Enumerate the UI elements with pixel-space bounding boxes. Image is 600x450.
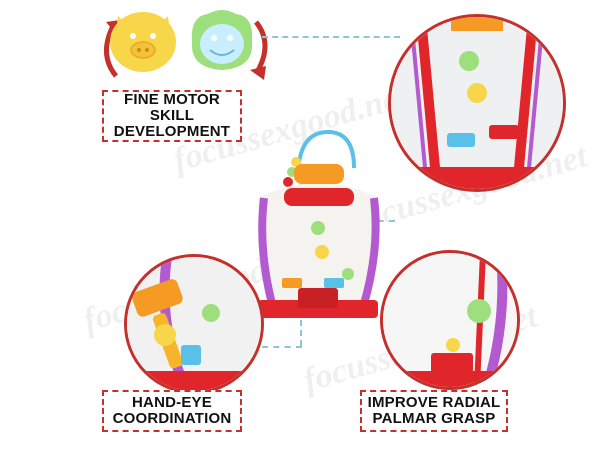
hand-eye-line-1: HAND-EYE	[132, 394, 212, 411]
connector-line	[262, 346, 302, 348]
zoom-circle-left	[124, 254, 264, 394]
rotate-arrow-right-icon	[250, 20, 268, 80]
palmar-grasp-line-2: PALMAR GRASP	[372, 410, 496, 427]
hand-eye-line-2: COORDINATION	[112, 410, 232, 427]
zoom-circle-right	[380, 250, 520, 390]
frog-face-icon	[186, 6, 258, 74]
activity-cube-toy	[228, 128, 408, 324]
palmar-grasp-line-1: IMPROVE RADIAL	[367, 394, 501, 411]
connector-line	[262, 36, 400, 38]
fine-motor-line-3: DEVELOPMENT	[113, 123, 231, 140]
fine-motor-line-1: FINE MOTOR	[124, 91, 220, 108]
pig-face-icon	[108, 6, 178, 74]
hand-eye-label: HAND-EYE COORDINATION	[102, 390, 242, 432]
fine-motor-line-2: SKILL	[149, 107, 195, 124]
palmar-grasp-label: IMPROVE RADIAL PALMAR GRASP	[360, 390, 508, 432]
zoom-circle-top	[388, 14, 566, 192]
fine-motor-label: FINE MOTOR SKILL DEVELOPMENT	[102, 90, 242, 142]
